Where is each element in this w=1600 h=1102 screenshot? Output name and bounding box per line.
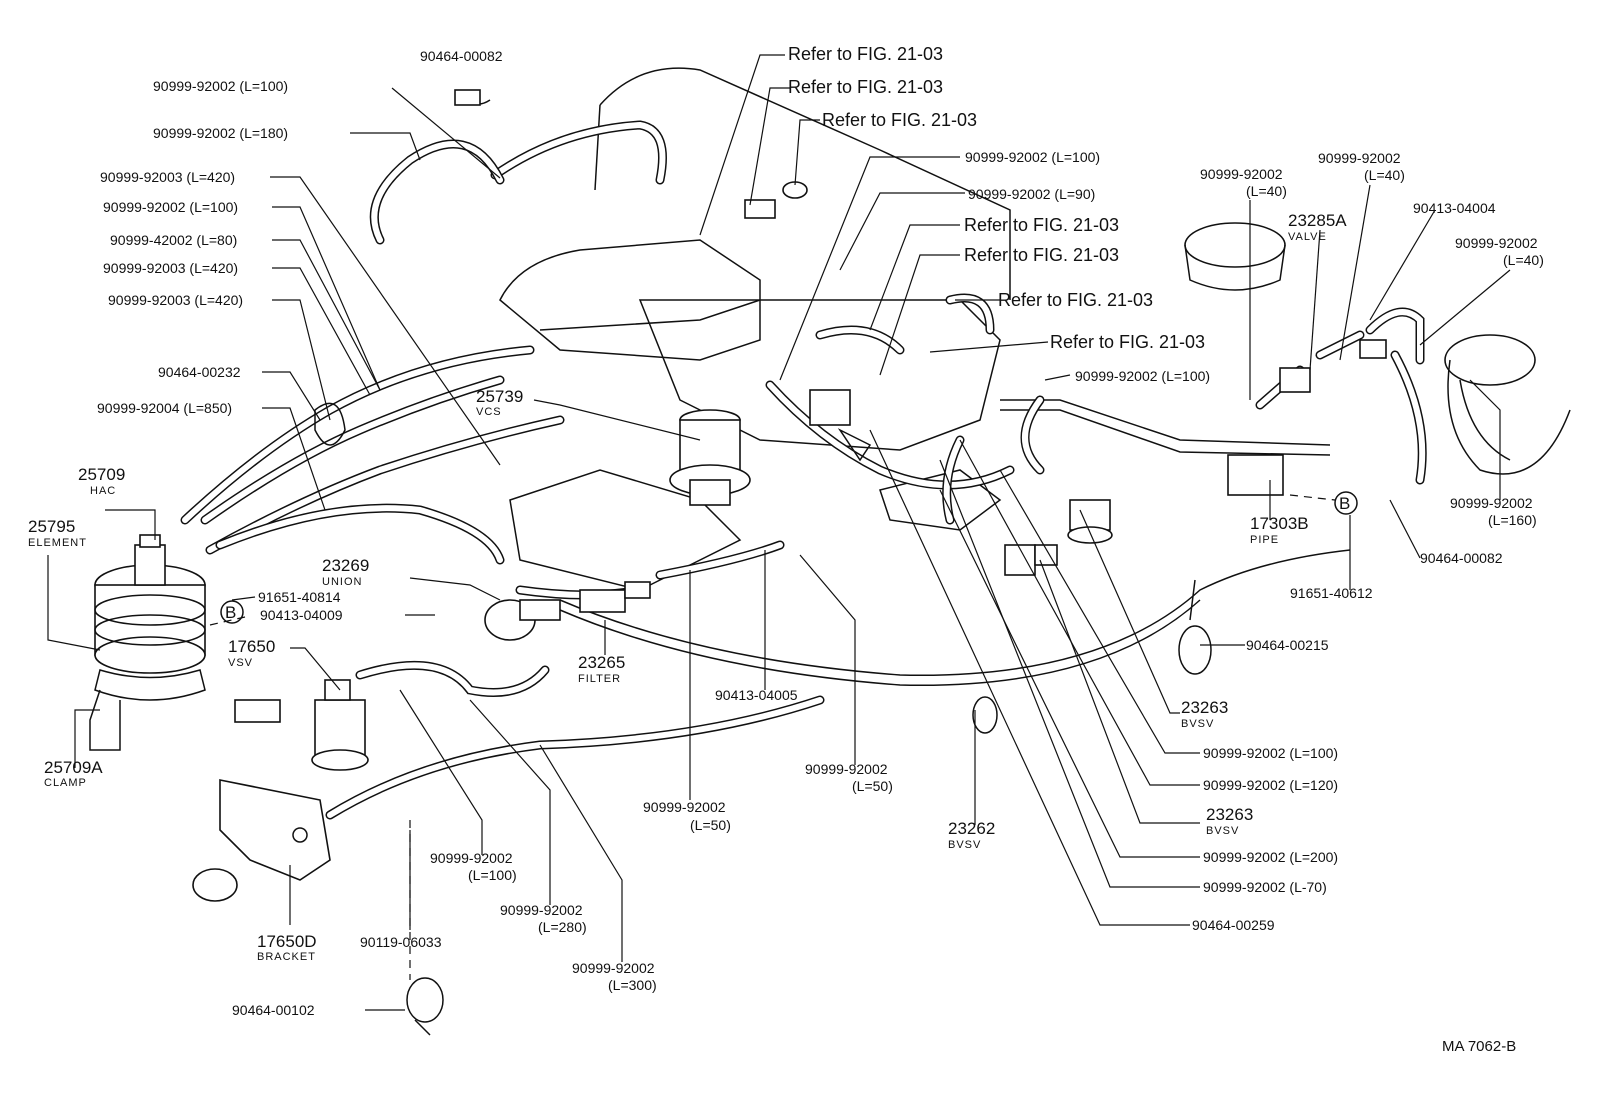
label-91651-40814: 91651-40814	[258, 589, 341, 605]
label-pipe-number: 17303B	[1250, 514, 1309, 533]
label-hose-l100-d: 90999-92002 (L=100)	[965, 149, 1100, 165]
label-hose-92004: 90999-92004 (L=850)	[97, 400, 232, 416]
label-vsv-number: 17650	[228, 637, 275, 656]
label-hose-l280: 90999-92002	[500, 902, 583, 918]
label-vcs-name: VCS	[476, 406, 502, 418]
label-element-name: ELEMENT	[28, 537, 87, 549]
label-ref-fig-2: Refer to FIG. 21-03	[788, 77, 943, 97]
label-hose-l90: 90999-92002 (L=90)	[968, 186, 1095, 202]
label-pipe-name: PIPE	[1250, 534, 1279, 546]
label-hose-l50-a-len: (L=50)	[690, 817, 731, 833]
label-90464-00102: 90464-00102	[232, 1002, 315, 1018]
label-hose-l100-f: 90999-92002 (L=100)	[1203, 745, 1338, 761]
label-hose-l70: 90999-92002 (L-70)	[1203, 879, 1327, 895]
label-hose-l100-b: 90999-92002 (L=100)	[103, 199, 238, 215]
label-hose-92003-c: 90999-92003 (L=420)	[108, 292, 243, 308]
engine-artwork	[499, 67, 1571, 687]
label-valve-name: VALVE	[1288, 231, 1327, 243]
label-b-right: B	[1339, 494, 1350, 513]
label-ref-fig-4: Refer to FIG. 21-03	[964, 215, 1119, 235]
label-90464-00215: 90464-00215	[1246, 637, 1329, 653]
label-hose-l50-b: 90999-92002	[805, 761, 888, 777]
bvsv-parts	[744, 181, 1387, 576]
label-90119-06033: 90119-06033	[360, 934, 442, 950]
label-hose-l100-c-len: (L=100)	[468, 867, 517, 883]
label-bracket-name: BRACKET	[257, 951, 316, 963]
label-hose-l40-a: 90999-92002	[1200, 166, 1283, 182]
label-90413-04004: 90413-04004	[1413, 200, 1496, 216]
label-hose-l300: 90999-92002	[572, 960, 655, 976]
label-vcs-number: 25739	[476, 387, 523, 406]
label-valve-number: 23285A	[1288, 211, 1347, 230]
label-hose-l50-a: 90999-92002	[643, 799, 726, 815]
label-hose-l50-b-len: (L=50)	[852, 778, 893, 794]
label-hose-l100-e: 90999-92002 (L=100)	[1075, 368, 1210, 384]
label-bvsv-3-name: BVSV	[948, 839, 981, 851]
label-hose-l200: 90999-92002 (L=200)	[1203, 849, 1338, 865]
label-hose-l40-c: 90999-92002	[1455, 235, 1538, 251]
label-ref-fig-7: Refer to FIG. 21-03	[1050, 332, 1205, 352]
label-90413-04005: 90413-04005	[715, 687, 798, 703]
label-hose-l40-c-len: (L=40)	[1503, 252, 1544, 268]
label-90464-00259: 90464-00259	[1192, 917, 1275, 933]
part-labels: 90464-00082 90999-92002 (L=100) 90999-92…	[28, 44, 1544, 1055]
label-90464-00232: 90464-00232	[158, 364, 241, 380]
label-hose-l40-a-len: (L=40)	[1246, 183, 1287, 199]
vsv-unit	[234, 679, 369, 771]
label-hose-92003-b: 90999-92003 (L=420)	[103, 260, 238, 276]
label-ref-fig-5: Refer to FIG. 21-03	[964, 245, 1119, 265]
label-filter-number: 23265	[578, 653, 625, 672]
label-element-number: 25795	[28, 517, 75, 536]
label-hose-l100-c: 90999-92002	[430, 850, 513, 866]
label-clamp-number: 25709A	[44, 758, 103, 777]
b-markers	[209, 491, 1358, 626]
label-90413-04009: 90413-04009	[260, 607, 343, 623]
label-hose-92003-a: 90999-92003 (L=420)	[100, 169, 235, 185]
drawing-code: MA 7062-B	[1442, 1038, 1516, 1055]
label-union-name: UNION	[322, 576, 362, 588]
label-clamp-name: CLAMP	[44, 777, 87, 789]
label-hose-l40-b-len: (L=40)	[1364, 167, 1405, 183]
bracket-17650d	[192, 779, 411, 980]
label-b-left: B	[225, 603, 236, 622]
label-91651-40612: 91651-40612	[1290, 585, 1373, 601]
label-hose-l280-len: (L=280)	[538, 919, 587, 935]
label-90464-00082-right: 90464-00082	[1420, 550, 1503, 566]
label-90464-00082-top: 90464-00082	[420, 48, 503, 64]
label-bracket-number: 17650D	[257, 932, 317, 951]
label-bvsv-1-number: 23263	[1181, 698, 1228, 717]
label-ref-fig-6: Refer to FIG. 21-03	[998, 290, 1153, 310]
hac-unit	[94, 534, 206, 674]
label-bvsv-3-number: 23262	[948, 819, 995, 838]
union-filter	[484, 581, 651, 641]
label-hose-l300-len: (L=300)	[608, 977, 657, 993]
label-hose-l160-len: (L=160)	[1488, 512, 1537, 528]
label-hose-l180: 90999-92002 (L=180)	[153, 125, 288, 141]
label-hose-l120: 90999-92002 (L=120)	[1203, 777, 1338, 793]
label-ref-fig-3: Refer to FIG. 21-03	[822, 110, 977, 130]
label-hose-l40-b: 90999-92002	[1318, 150, 1401, 166]
label-filter-name: FILTER	[578, 673, 621, 685]
label-hac-number: 25709	[78, 465, 125, 484]
clip-rings	[314, 89, 1212, 1036]
label-hose-42002: 90999-42002 (L=80)	[110, 232, 237, 248]
label-bvsv-2-number: 23263	[1206, 805, 1253, 824]
vacuum-hoses	[180, 120, 1427, 820]
clamp-bracket	[89, 669, 206, 751]
label-hose-l100-a: 90999-92002 (L=100)	[153, 78, 288, 94]
leader-lines	[47, 54, 1511, 1011]
label-ref-fig-1: Refer to FIG. 21-03	[788, 44, 943, 64]
label-hac-name: HAC	[90, 485, 116, 497]
label-bvsv-2-name: BVSV	[1206, 825, 1239, 837]
vcs-unit	[669, 409, 751, 506]
label-vsv-name: VSV	[228, 657, 253, 669]
label-bvsv-1-name: BVSV	[1181, 718, 1214, 730]
label-union-number: 23269	[322, 556, 369, 575]
label-hose-l160: 90999-92002	[1450, 495, 1533, 511]
